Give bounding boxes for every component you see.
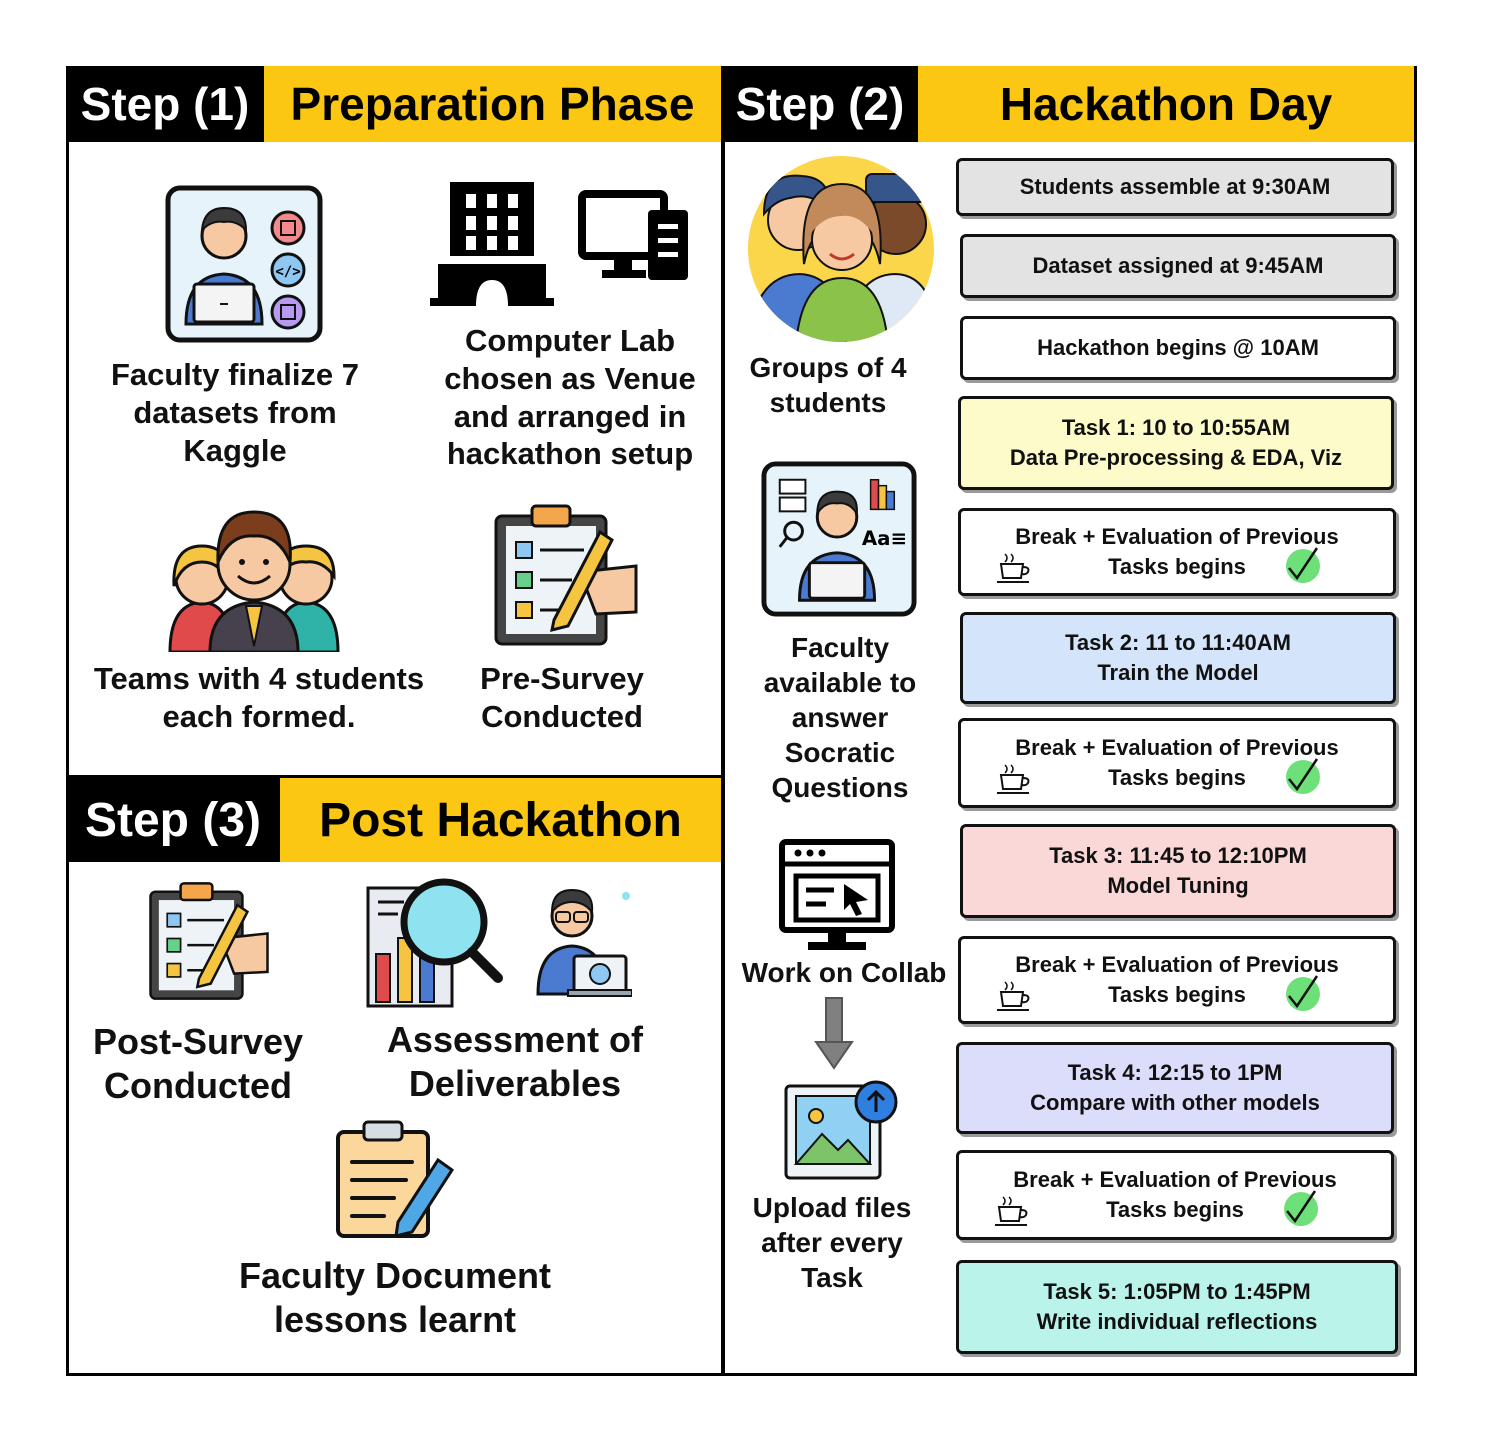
step2-side-4-caption: Upload files after every Task (752, 1192, 912, 1293)
faculty-laptop-icon: </> (165, 185, 323, 343)
faculty-design-icon: Aa≡ (761, 461, 917, 617)
coffee-cup-icon (997, 764, 1030, 794)
developer-icon (536, 888, 632, 997)
task-5-desc: Write individual reflections (1036, 1309, 1318, 1334)
task-2-time: Task 2: 11 to 11:40AM (1065, 630, 1291, 656)
post-survey-clipboard-icon (149, 882, 269, 1000)
coffee-cup-icon (997, 981, 1030, 1011)
schedule-begin: Hackathon begins @ 10AM (960, 316, 1396, 380)
break-3-line2: Tasks begins (1108, 982, 1246, 1007)
task-4-desc: Compare with other models (1030, 1090, 1320, 1115)
schedule-task-4: Task 4: 12:15 to 1PM Compare with other … (956, 1042, 1394, 1134)
schedule-task-5: Task 5: 1:05PM to 1:45PM Write individua… (956, 1260, 1398, 1354)
task-5-time: Task 5: 1:05PM to 1:45PM (1043, 1279, 1311, 1305)
task-2-desc: Train the Model (1097, 660, 1259, 685)
document-pencil-icon (336, 1120, 455, 1238)
schedule-break-1: Break + Evaluation of Previous Tasks beg… (958, 508, 1396, 596)
check-icon (1284, 1190, 1318, 1226)
break-1-line1: Break + Evaluation of Previous (1015, 524, 1339, 550)
break-1-line2: Tasks begins (1108, 554, 1246, 579)
step1-item-4-caption: Pre-Survey Conducted (480, 661, 644, 734)
step2-side-2-caption: Faculty available to answer Socratic Que… (763, 632, 917, 803)
coffee-cup-icon (997, 553, 1030, 583)
step3-item-2-caption: Assessment of Deliverables (386, 1019, 644, 1104)
svg-text:Aa≡: Aa≡ (862, 527, 907, 550)
check-icon (1286, 758, 1320, 794)
break-4-line1: Break + Evaluation of Previous (1013, 1167, 1337, 1193)
task-3-desc: Model Tuning (1107, 873, 1249, 898)
task-1-time: Task 1: 10 to 10:55AM (1061, 415, 1291, 441)
coffee-cup-icon (995, 1196, 1028, 1226)
schedule-break-4: Break + Evaluation of Previous Tasks beg… (956, 1150, 1394, 1240)
schedule-task-3: Task 3: 11:45 to 12:10PM Model Tuning (960, 824, 1396, 918)
check-icon (1286, 975, 1320, 1011)
break-2-line2: Tasks begins (1108, 765, 1246, 790)
step2-label: Step (2) (722, 66, 918, 142)
schedule-task-2: Task 2: 11 to 11:40AM Train the Model (960, 612, 1396, 704)
analytics-magnifier-icon (366, 878, 503, 1008)
step1-item-2-caption: Computer Lab chosen as Venue and arrange… (444, 323, 696, 472)
collab-monitor-icon (779, 839, 895, 950)
step1-title: Preparation Phase (264, 66, 721, 142)
step3-title: Post Hackathon (280, 778, 721, 862)
schedule-break-2: Break + Evaluation of Previous Tasks beg… (958, 718, 1396, 808)
break-3-line1: Break + Evaluation of Previous (1015, 952, 1339, 978)
schedule-task-1: Task 1: 10 to 10:55AM Data Pre-processin… (958, 396, 1394, 490)
svg-text:</>: </> (275, 264, 300, 280)
step2-title: Hackathon Day (918, 66, 1414, 142)
task-3-time: Task 3: 11:45 to 12:10PM (1049, 843, 1307, 869)
group-students-icon (748, 156, 934, 342)
down-arrow-icon (814, 997, 854, 1070)
schedule-begin-text: Hackathon begins @ 10AM (1037, 335, 1319, 361)
step3-item-3-caption: Faculty Document lessons learnt (238, 1255, 552, 1340)
schedule-dataset: Dataset assigned at 9:45AM (960, 234, 1396, 298)
step2-side-3-caption: Work on Collab (741, 957, 947, 988)
step2-side-1-caption: Groups of 4 students (749, 352, 907, 418)
step1-item-3-caption: Teams with 4 students each formed. (93, 661, 425, 734)
task-4-time: Task 4: 12:15 to 1PM (1067, 1060, 1283, 1086)
schedule-assemble-text: Students assemble at 9:30AM (1019, 174, 1331, 200)
break-2-line1: Break + Evaluation of Previous (1015, 735, 1339, 761)
break-4-line2: Tasks begins (1106, 1197, 1244, 1222)
check-icon (1286, 547, 1320, 583)
step1-label: Step (1) (66, 66, 264, 142)
upload-image-icon (784, 1080, 898, 1180)
schedule-dataset-text: Dataset assigned at 9:45AM (1032, 253, 1324, 279)
step1-item-1-caption: Faculty finalize 7 datasets from Kaggle (110, 357, 360, 468)
step3-item-1-caption: Post-Survey Conducted (92, 1021, 304, 1106)
task-1-desc: Data Pre-processing & EDA, Viz (1009, 445, 1343, 470)
schedule-assemble: Students assemble at 9:30AM (956, 158, 1394, 216)
schedule-break-3: Break + Evaluation of Previous Tasks beg… (958, 936, 1396, 1024)
survey-clipboard-icon (494, 504, 638, 646)
team-icon (168, 510, 340, 652)
building-icon (430, 182, 554, 306)
computer-icon (578, 190, 688, 280)
step3-label: Step (3) (66, 778, 280, 862)
